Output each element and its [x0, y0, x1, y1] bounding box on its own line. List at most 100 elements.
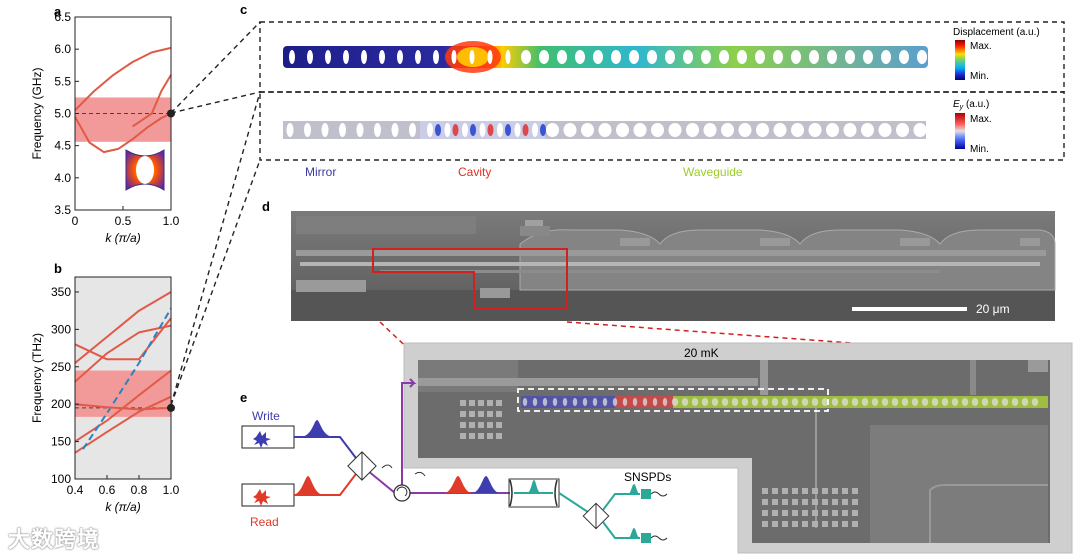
y-tick-label: 350 [51, 285, 71, 299]
x-tick-label: 0.4 [67, 483, 84, 497]
read-laser-burst-icon [253, 489, 271, 506]
zoom-hole [891, 398, 899, 406]
zoom-hole [671, 398, 679, 406]
cavity-label: Cavity [458, 165, 491, 179]
phononic-block [460, 400, 466, 406]
phononic-block [478, 411, 484, 417]
x-tick-label: 0.5 [115, 214, 132, 228]
phononic-block [832, 488, 838, 494]
zoom-hole [761, 398, 769, 406]
phononic-block [762, 510, 768, 516]
waveguide-label: Waveguide [683, 165, 743, 179]
field-hole [773, 123, 787, 137]
zoom-hole [612, 398, 618, 406]
zoom-hole [642, 398, 648, 406]
beam-hole [505, 50, 511, 64]
phononic-block [792, 510, 798, 516]
axes-frame [74, 276, 172, 480]
y-tick-label: 4.5 [54, 139, 71, 153]
displacement-max: Max. [970, 41, 992, 52]
beam-hole [343, 50, 349, 64]
phononic-block [812, 521, 818, 527]
zoom-hole [731, 398, 739, 406]
phononic-block [822, 499, 828, 505]
phononic-block [772, 499, 778, 505]
zoom-hole [941, 398, 949, 406]
phononic-block [496, 411, 502, 417]
series-line-1 [74, 46, 172, 112]
beam-hole [755, 50, 765, 64]
phononic-block [782, 521, 788, 527]
phononic-block [469, 422, 475, 428]
beam-hole [307, 50, 313, 64]
zoom-hole [991, 398, 999, 406]
field-hole [391, 123, 399, 137]
x-tick-label: 0 [72, 214, 79, 228]
zoom-hole [751, 398, 759, 406]
write-laser [241, 425, 295, 449]
field-hole [374, 123, 381, 137]
beam-hole [827, 50, 837, 64]
field-hole [304, 123, 311, 137]
series-line-2 [74, 317, 172, 361]
read-laser [241, 483, 295, 507]
watermark: 大数跨境 [8, 528, 101, 553]
field-hole [756, 123, 769, 137]
field-frame [259, 91, 1065, 161]
beam-hole [809, 50, 819, 64]
phononic-block [802, 521, 808, 527]
zoom-hole [1001, 398, 1009, 406]
zoom-hole [871, 398, 879, 406]
field-hole [546, 123, 559, 137]
zoom-hole [821, 398, 829, 406]
state-marker [167, 403, 175, 412]
zoom-hole [881, 398, 889, 406]
field-hole [497, 123, 503, 137]
x-tick-label: 1.0 [163, 483, 180, 497]
phononic-block [842, 488, 848, 494]
detector-fiber-1 [602, 493, 640, 511]
displacement-frame [259, 21, 1065, 93]
zoom-hole [981, 398, 989, 406]
beam-hole [433, 50, 439, 64]
zoom-hole [1021, 398, 1029, 406]
phononic-block [469, 400, 475, 406]
zoom-hole [851, 398, 859, 406]
connector-a-bottom [170, 91, 261, 114]
beam-hole [487, 50, 493, 64]
x-axis-label: k (π/a) [105, 500, 140, 514]
phononic-block [842, 521, 848, 527]
beam-hole [379, 50, 385, 64]
field-lobe [470, 124, 476, 136]
phononic-block [802, 510, 808, 516]
beam-hole [415, 50, 421, 64]
field-colorbar [955, 113, 965, 149]
beam-hole [701, 50, 711, 64]
phononic-block [822, 510, 828, 516]
zoom-hole [861, 398, 869, 406]
phononic-block [469, 433, 475, 439]
snspd-detector-1-icon [641, 489, 651, 499]
field-hole [913, 123, 927, 137]
filter-cavity-icon [508, 478, 560, 508]
zoom-hole [522, 398, 528, 406]
panel-label-e: e [240, 390, 247, 405]
series-line-6 [82, 307, 172, 450]
beam-hole [683, 50, 693, 64]
field-hole [409, 123, 416, 137]
field-hole [703, 123, 717, 137]
phononic-block [812, 510, 818, 516]
phononic-block [842, 510, 848, 516]
beam-hole [397, 50, 403, 64]
zoom-hole [931, 398, 939, 406]
zoom-hole [691, 398, 699, 406]
beam-hole [575, 50, 585, 64]
phononic-block [478, 400, 484, 406]
zoom-hole [971, 398, 979, 406]
detector-beam-splitter-icon [582, 502, 610, 530]
field-hole [427, 123, 433, 137]
field-hole [563, 123, 577, 137]
field-hole [598, 123, 612, 137]
